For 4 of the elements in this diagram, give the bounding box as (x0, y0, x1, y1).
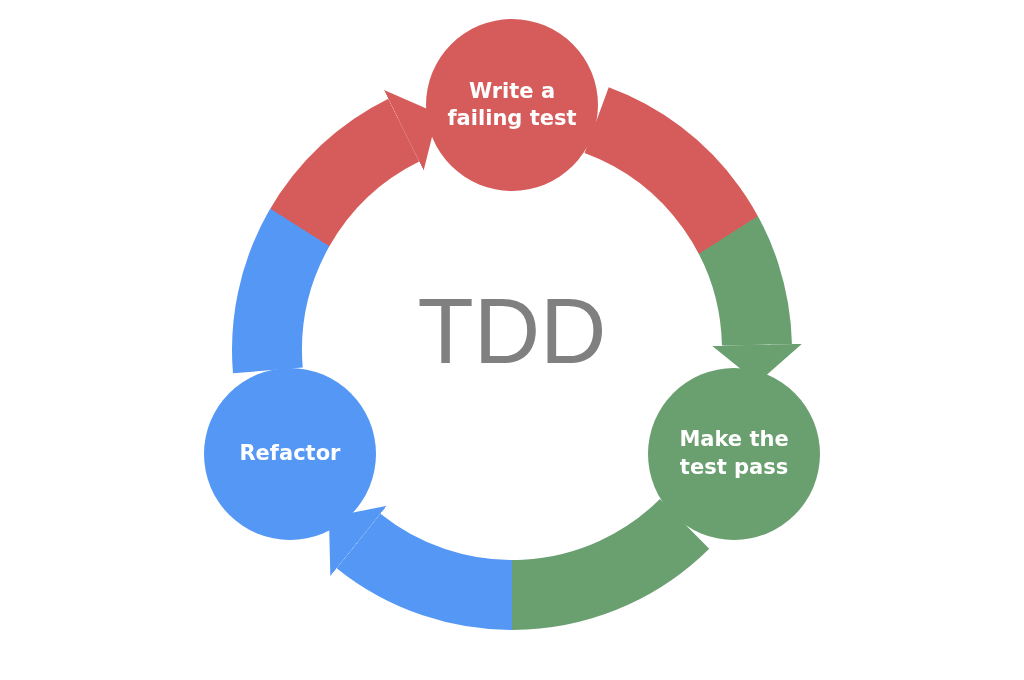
step-label: Refactor (238, 439, 342, 467)
step-label: Write a failing test (446, 77, 578, 132)
center-title: TDD (416, 285, 608, 377)
step-label: Make the test pass (678, 426, 790, 481)
